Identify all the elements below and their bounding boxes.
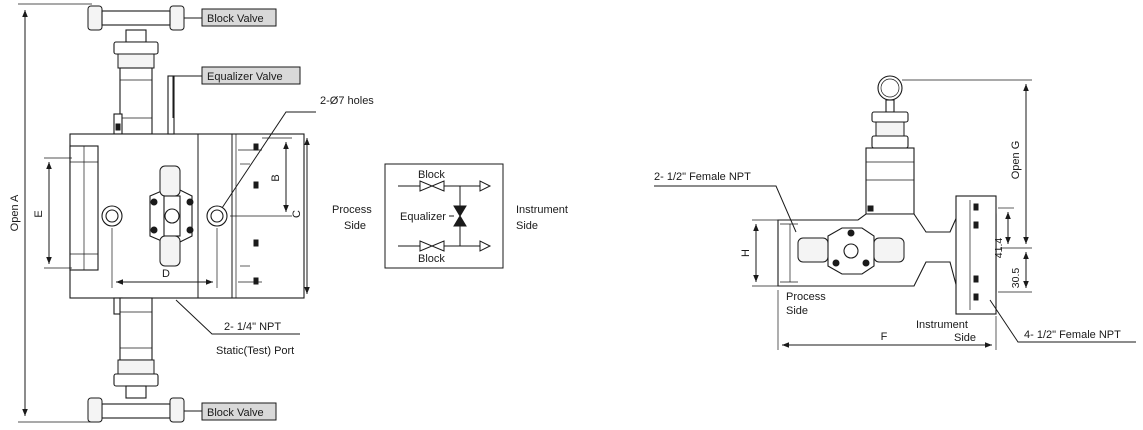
flow-arrow-bottom — [479, 240, 492, 252]
callout-equalizer-valve: Equalizer Valve — [172, 66, 301, 118]
schematic-instrument-line1: Instrument — [516, 204, 568, 216]
callout-label-female-npt-4: 4- 1/2" Female NPT — [1024, 329, 1121, 341]
dimension-f: F — [777, 290, 997, 350]
dimension-c: C — [291, 138, 310, 294]
dim-label-c: C — [291, 210, 303, 218]
dim-label-e: E — [33, 210, 45, 217]
schematic-block-bottom: Block — [418, 253, 445, 265]
equalizer-valve — [149, 75, 194, 267]
dimension-41-4: 41.4 — [993, 207, 1014, 259]
equalizer-valve-symbol — [453, 205, 467, 227]
callout-label-holes: 2-Ø7 holes — [320, 95, 374, 107]
callout-label-static-port: Static(Test) Port — [216, 345, 294, 357]
callout-block-valve-bottom: Block Valve — [184, 402, 277, 421]
callout-female-npt-2: 2- 1/2" Female NPT — [654, 171, 797, 233]
dim-label-open-g: Open G — [1010, 141, 1022, 180]
dim-label-h: H — [740, 249, 752, 257]
callout-female-npt-4: 4- 1/2" Female NPT — [989, 299, 1136, 343]
callout-block-valve-top: Block Valve — [184, 8, 277, 27]
front-view: Open A — [9, 3, 374, 423]
dimension-open-g: Open G — [902, 79, 1032, 249]
block-valve-symbol-top — [419, 180, 445, 192]
dim-label-d: D — [162, 268, 170, 280]
dimension-h: H — [740, 219, 778, 287]
side-view-process-line1: Process — [786, 291, 826, 303]
dim-label-30-5: 30.5 — [1010, 268, 1022, 289]
flow-schematic: Process Side Instrument Side Block Block… — [332, 163, 568, 269]
top-block-valve — [87, 5, 185, 135]
block-valve-symbol-bottom — [419, 240, 445, 252]
dimension-30-5: 30.5 — [998, 252, 1032, 293]
callout-label-female-npt-2: 2- 1/2" Female NPT — [654, 171, 751, 183]
schematic-block-top: Block — [418, 169, 445, 181]
callout-npt-port: 2- 1/4" NPT Static(Test) Port — [175, 299, 300, 357]
schematic-frame — [384, 163, 504, 269]
flow-arrow-top — [479, 180, 492, 192]
dim-label-open-a: Open A — [9, 194, 21, 231]
callout-label-npt-port: 2- 1/4" NPT — [224, 321, 281, 333]
schematic-process-line1: Process — [332, 204, 372, 216]
side-view-handle — [865, 75, 915, 215]
bottom-block-valve — [87, 297, 185, 423]
side-view-process-line2: Side — [786, 305, 808, 317]
dimension-b: B — [230, 137, 292, 217]
callout-label-block-valve-top: Block Valve — [207, 13, 264, 25]
dim-label-f: F — [881, 331, 888, 343]
dimension-open-a: Open A — [9, 3, 92, 423]
dim-label-b: B — [270, 174, 282, 181]
dim-label-41-4: 41.4 — [993, 238, 1005, 259]
side-view-instrument-line1: Instrument — [916, 319, 968, 331]
dimension-e: E — [33, 157, 72, 269]
schematic-equalizer: Equalizer — [400, 211, 446, 223]
callout-label-block-valve-bottom: Block Valve — [207, 407, 264, 419]
callout-holes: 2-Ø7 holes — [221, 95, 374, 209]
callout-label-equalizer-valve: Equalizer Valve — [207, 71, 283, 83]
side-view-instrument-line2: Side — [954, 332, 976, 344]
side-view: H F Open G 41.4 30.5 — [654, 75, 1136, 350]
dimension-d: D — [111, 228, 218, 288]
side-view-equalizer — [797, 227, 905, 275]
schematic-process-line2: Side — [344, 220, 366, 232]
schematic-instrument-line2: Side — [516, 220, 538, 232]
